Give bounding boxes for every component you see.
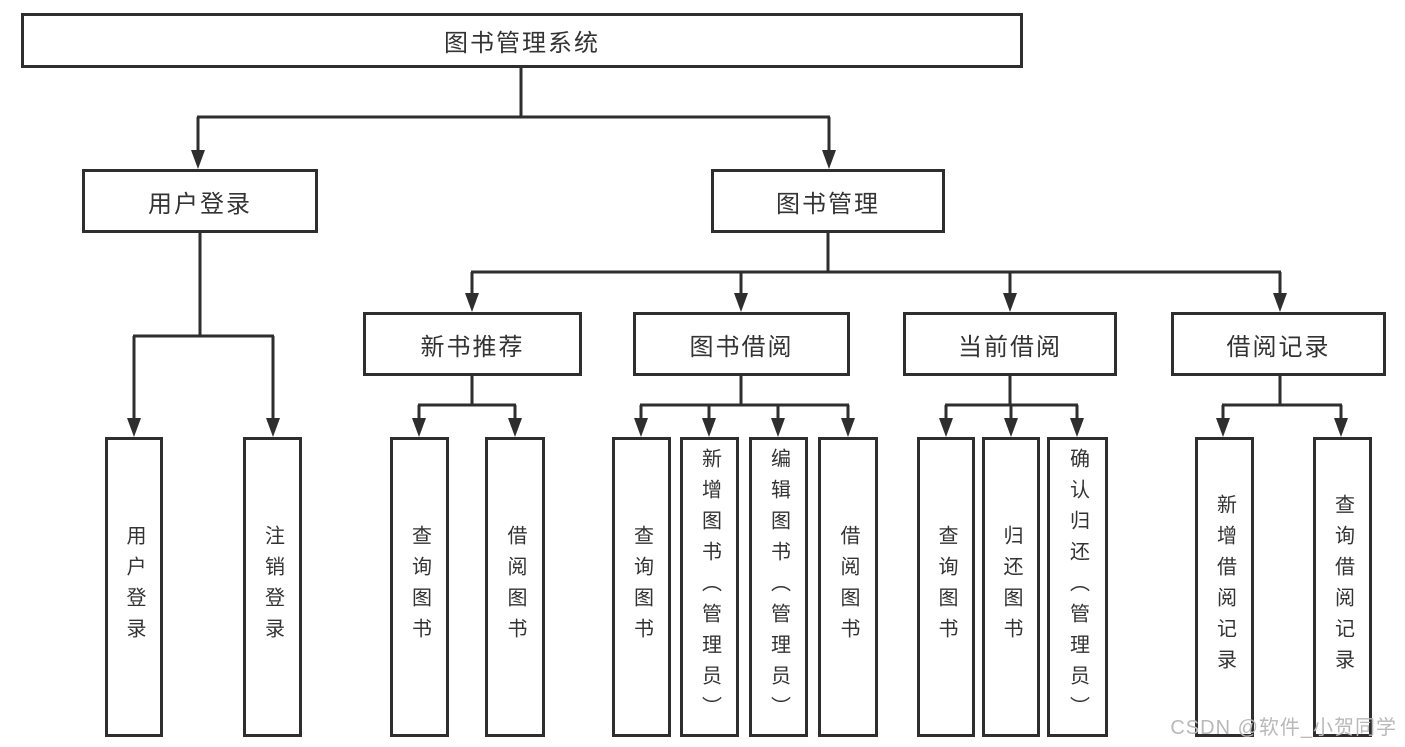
connector-user-login-split xyxy=(127,233,280,437)
leaf-user-login: 用户登录 xyxy=(105,437,163,737)
node-new-book-recommend: 新书推荐 xyxy=(363,312,582,376)
leaf-edit-books-admin: 编辑图书（管理员） xyxy=(749,437,808,737)
connector-root-split xyxy=(191,68,836,169)
leaf-borrow-books: 借阅图书 xyxy=(818,437,878,737)
leaf-add-borrow-record: 新增借阅记录 xyxy=(1195,437,1254,737)
connector-borrow-records-split xyxy=(1216,376,1348,437)
leaf-logout: 注销登录 xyxy=(243,437,302,737)
connector-new-book-split xyxy=(412,376,522,437)
node-library-management-system-label: 图书管理系统 xyxy=(444,30,600,57)
leaf-query-borrow-record: 查询借阅记录 xyxy=(1313,437,1372,737)
connector-book-borrow-split xyxy=(634,376,855,437)
leaf-current-query-books: 查询图书 xyxy=(917,437,975,737)
node-user-login-branch-label: 用户登录 xyxy=(148,190,252,218)
leaf-add-borrow-record-label: 新增借阅记录 xyxy=(1213,494,1236,680)
leaf-borrow-books-label: 借阅图书 xyxy=(837,525,859,649)
node-library-management-system: 图书管理系统 xyxy=(21,13,1023,68)
leaf-newbook-borrow-books: 借阅图书 xyxy=(485,437,545,737)
node-current-borrow: 当前借阅 xyxy=(903,312,1117,376)
leaf-return-books: 归还图书 xyxy=(982,437,1040,737)
leaf-borrow-query-books-label: 查询图书 xyxy=(630,525,653,649)
connector-current-borrow-split xyxy=(939,376,1084,437)
leaf-current-query-books-label: 查询图书 xyxy=(935,525,957,649)
leaf-confirm-return-admin: 确认归还（管理员） xyxy=(1047,437,1108,737)
node-book-borrow: 图书借阅 xyxy=(633,312,850,376)
csdn-watermark: CSDN @软件_小贺同学 xyxy=(1170,717,1397,739)
leaf-logout-label: 注销登录 xyxy=(261,525,284,649)
leaf-return-books-label: 归还图书 xyxy=(1000,525,1022,649)
node-book-management-branch-label: 图书管理 xyxy=(776,190,880,218)
leaf-query-borrow-record-label: 查询借阅记录 xyxy=(1331,494,1354,680)
node-new-book-recommend-label: 新书推荐 xyxy=(420,333,525,361)
leaf-borrow-query-books: 查询图书 xyxy=(612,437,671,737)
node-current-borrow-label: 当前借阅 xyxy=(958,333,1062,361)
leaf-newbook-query-books-label: 查询图书 xyxy=(408,525,431,649)
leaf-edit-books-admin-label: 编辑图书（管理员） xyxy=(767,447,790,727)
node-book-borrow-label: 图书借阅 xyxy=(689,333,794,361)
leaf-user-login-label: 用户登录 xyxy=(123,525,145,649)
node-borrow-records-label: 借阅记录 xyxy=(1226,333,1331,361)
leaf-newbook-query-books: 查询图书 xyxy=(390,437,449,737)
leaf-newbook-borrow-books-label: 借阅图书 xyxy=(504,525,526,649)
connector-book-management-split xyxy=(465,233,1287,312)
node-user-login-branch: 用户登录 xyxy=(82,169,318,233)
node-book-management-branch: 图书管理 xyxy=(711,169,945,233)
leaf-confirm-return-admin-label: 确认归还（管理员） xyxy=(1066,447,1089,727)
leaf-add-books-admin: 新增图书（管理员） xyxy=(680,437,739,737)
node-borrow-records: 借阅记录 xyxy=(1171,312,1386,376)
leaf-add-books-admin-label: 新增图书（管理员） xyxy=(698,447,721,727)
